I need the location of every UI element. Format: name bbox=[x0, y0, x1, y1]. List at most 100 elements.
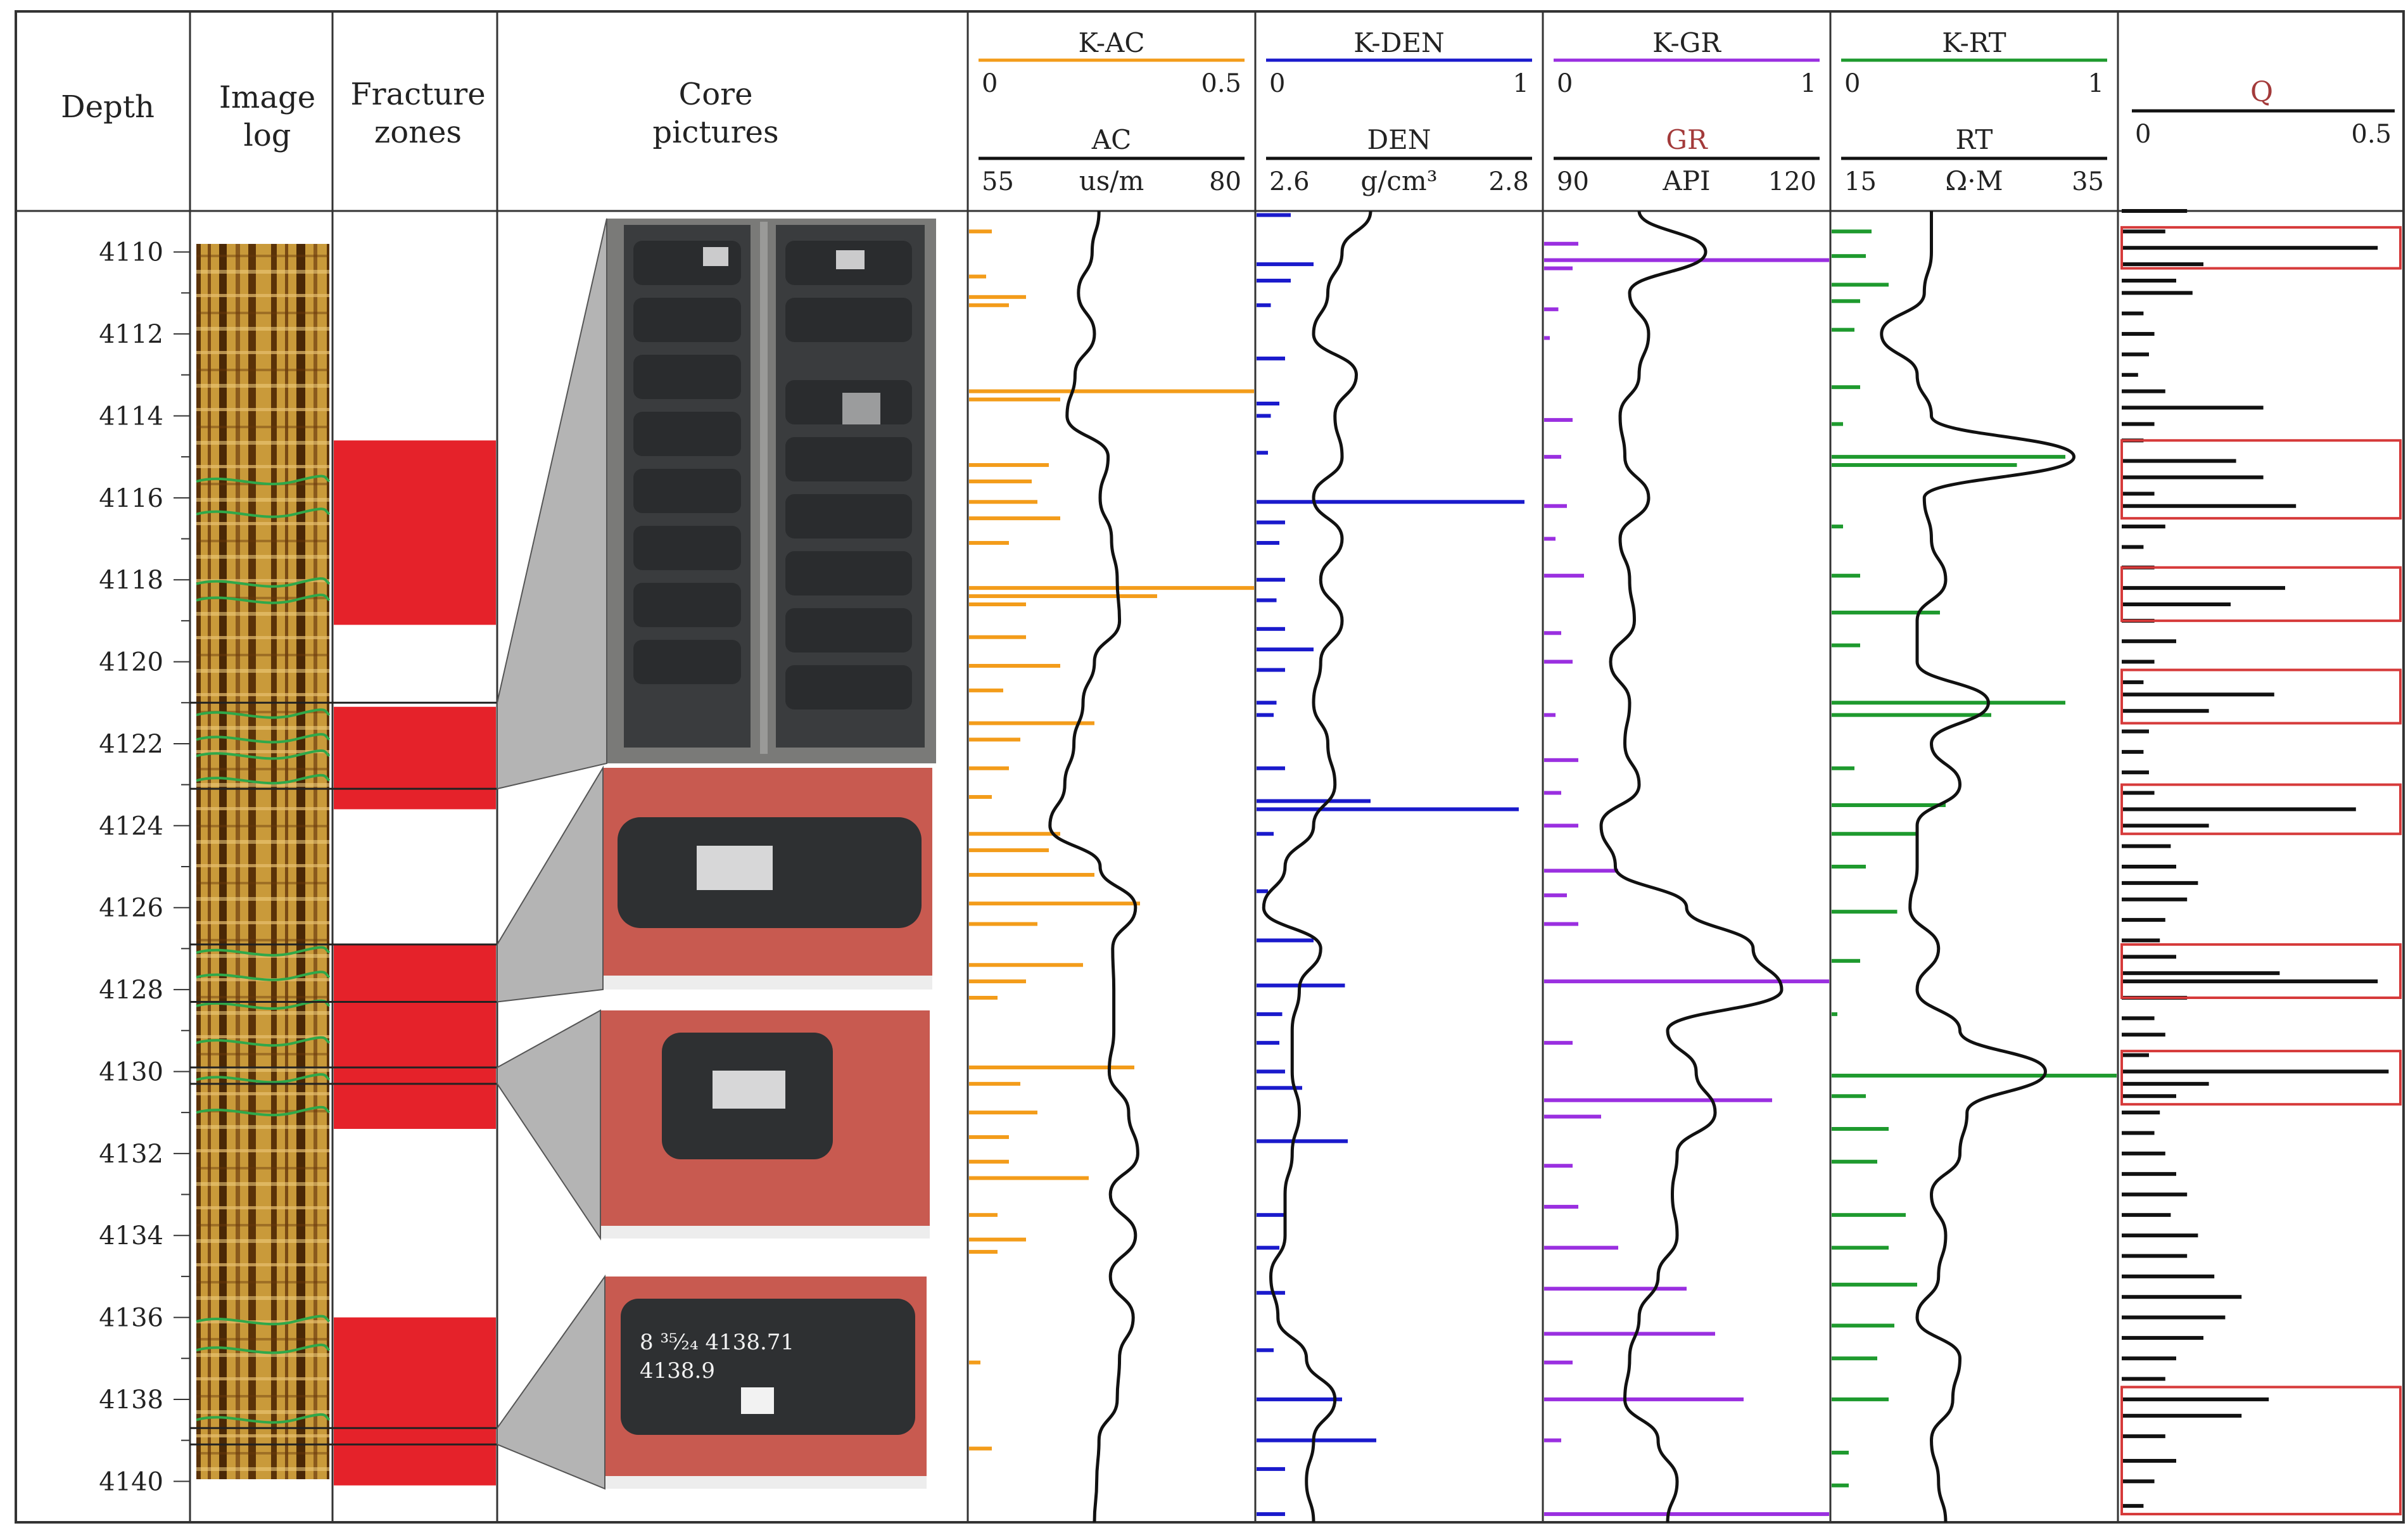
k-bar-ac bbox=[969, 586, 1254, 590]
k-bar-ac bbox=[969, 766, 1009, 770]
track-curve-unit-rt: Ω·M bbox=[1945, 165, 2003, 196]
k-bar-rt bbox=[1832, 455, 2065, 459]
q-bar bbox=[2122, 545, 2144, 549]
fracture-trace bbox=[196, 1105, 331, 1117]
k-bar-gr bbox=[1544, 336, 1550, 340]
q-anomaly-box bbox=[2120, 943, 2402, 999]
q-bar bbox=[2122, 1213, 2171, 1217]
q-bar bbox=[2122, 938, 2160, 943]
fracture-trace bbox=[196, 749, 331, 760]
track-scale-max-ac: 0.5 bbox=[1201, 69, 1241, 98]
k-bar-ac bbox=[969, 516, 1060, 521]
depth-tick-label: 4132 bbox=[99, 1140, 163, 1169]
q-anomaly-box bbox=[2120, 566, 2402, 622]
depth-tick-label: 4138 bbox=[99, 1385, 163, 1415]
k-bar-rt bbox=[1832, 283, 1889, 287]
k-bar-den bbox=[1257, 799, 1371, 803]
q-scale-min: 0 bbox=[2135, 120, 2151, 149]
fracture-trace bbox=[196, 577, 331, 588]
track-title-rt: K-RT bbox=[1942, 27, 2006, 58]
k-bar-rt bbox=[1832, 1012, 1837, 1016]
track-curve-max-ac: 80 bbox=[1209, 167, 1241, 196]
core-connector bbox=[497, 218, 607, 790]
k-bar-den bbox=[1257, 627, 1285, 631]
k-bar-gr bbox=[1544, 1041, 1573, 1045]
k-bar-den bbox=[1257, 450, 1268, 455]
k-bar-gr bbox=[1544, 1332, 1715, 1336]
track-curve-max-den: 2.8 bbox=[1488, 167, 1529, 196]
q-bar bbox=[2122, 1479, 2155, 1484]
track-scale-min-rt: 0 bbox=[1844, 69, 1860, 98]
k-bar-ac bbox=[969, 795, 992, 799]
fracture-zone bbox=[334, 706, 496, 810]
q-bar bbox=[2122, 422, 2155, 426]
q-bar bbox=[2122, 844, 2171, 848]
q-bar bbox=[2122, 807, 2356, 812]
q-bar bbox=[2122, 971, 2280, 976]
q-bar bbox=[2122, 692, 2274, 697]
k-bar-ac bbox=[969, 1250, 998, 1254]
q-bar bbox=[2122, 1094, 2176, 1098]
k-bar-den bbox=[1257, 1041, 1279, 1045]
q-anomaly-box bbox=[2120, 668, 2402, 725]
k-bar-den bbox=[1257, 402, 1279, 406]
track-curve-min-gr: 90 bbox=[1557, 167, 1589, 196]
q-anomaly-box bbox=[2120, 1385, 2402, 1516]
k-bar-den bbox=[1257, 578, 1285, 582]
k-bar-ac bbox=[969, 1213, 998, 1217]
k-bar-ac bbox=[969, 463, 1049, 468]
q-bar bbox=[2122, 1151, 2165, 1156]
k-bar-gr bbox=[1544, 922, 1578, 926]
k-bar-gr bbox=[1544, 417, 1573, 422]
k-bar-ac bbox=[969, 963, 1083, 967]
k-bar-gr bbox=[1544, 241, 1578, 246]
fracture-trace bbox=[196, 708, 331, 719]
k-bar-gr bbox=[1544, 1360, 1573, 1365]
depth-tick-label: 4122 bbox=[99, 730, 163, 759]
k-bar-rt bbox=[1832, 1356, 1877, 1361]
q-bar bbox=[2122, 504, 2297, 508]
q-bar bbox=[2122, 586, 2285, 590]
k-bar-den bbox=[1257, 540, 1279, 545]
core-connector bbox=[497, 1274, 605, 1490]
core-picture-1 bbox=[607, 219, 936, 763]
q-bar bbox=[2122, 1413, 2242, 1418]
k-bar-gr bbox=[1544, 504, 1567, 508]
depth-tick-label: 4116 bbox=[99, 484, 163, 513]
k-bar-den bbox=[1257, 520, 1285, 525]
k-bar-rt bbox=[1832, 1213, 1906, 1217]
fracture-trace bbox=[196, 971, 331, 981]
k-bar-gr bbox=[1544, 1245, 1618, 1250]
q-bar bbox=[2122, 1069, 2389, 1074]
q-bar bbox=[2122, 897, 2188, 901]
k-bar-ac bbox=[969, 922, 1037, 926]
k-bar-ac bbox=[969, 397, 1060, 402]
k-bar-den bbox=[1257, 303, 1271, 307]
k-bar-gr bbox=[1544, 1164, 1573, 1168]
fracture-trace bbox=[196, 774, 331, 785]
depth-tick-label: 4140 bbox=[99, 1467, 163, 1496]
q-bar bbox=[2122, 278, 2176, 283]
k-bar-ac bbox=[969, 1446, 992, 1451]
k-bar-den bbox=[1257, 598, 1277, 602]
fracture-zone bbox=[334, 440, 496, 625]
q-track-title: Q bbox=[2250, 76, 2273, 108]
q-bar bbox=[2122, 291, 2193, 295]
q-bar bbox=[2122, 492, 2155, 496]
k-bar-den bbox=[1257, 713, 1274, 717]
core-connector bbox=[497, 765, 604, 1003]
k-bar-gr bbox=[1544, 307, 1559, 312]
k-bar-rt bbox=[1832, 643, 1860, 647]
k-bar-ac bbox=[969, 295, 1026, 299]
k-bar-ac bbox=[969, 721, 1094, 725]
track-title-ac: K-AC bbox=[1079, 27, 1145, 58]
k-bar-rt bbox=[1832, 1094, 1866, 1098]
k-bar-den bbox=[1257, 807, 1519, 812]
k-bar-ac bbox=[969, 274, 986, 279]
q-bar bbox=[2122, 262, 2203, 267]
curve-den bbox=[1262, 210, 1372, 1523]
k-bar-gr bbox=[1544, 1098, 1772, 1102]
k-bar-den bbox=[1257, 1213, 1285, 1217]
k-bar-den bbox=[1257, 1512, 1285, 1517]
k-bar-ac bbox=[969, 1135, 1009, 1139]
